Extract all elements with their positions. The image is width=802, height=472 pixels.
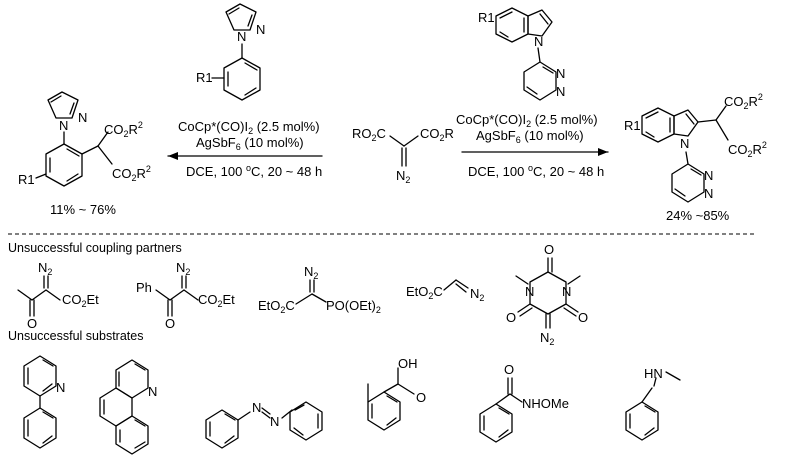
ester-label: EtO2C xyxy=(258,298,295,315)
additive-line: AgSbF6 (10 mol%) xyxy=(196,135,304,152)
o-label: O xyxy=(578,310,588,325)
ester-label: EtO2C xyxy=(406,284,443,301)
o-label: O xyxy=(544,242,554,257)
ester-bottom: CO2R2 xyxy=(112,164,151,183)
conditions-line: DCE, 100 oC, 20 ~ 48 h xyxy=(186,163,322,179)
n-label: N xyxy=(56,380,65,395)
o-label: O xyxy=(504,362,514,377)
n2-label: N2 xyxy=(396,168,410,185)
o-label: O xyxy=(506,310,516,325)
n-label: N xyxy=(534,34,543,49)
left-conditions: CoCp*(CO)I2 (2.5 mol%) AgSbF6 (10 mol%) … xyxy=(167,119,323,179)
n-label: N xyxy=(59,118,68,133)
conditions-line: DCE, 100 oC, 20 ~ 48 h xyxy=(468,163,604,179)
ester-bottom: CO2R2 xyxy=(728,140,767,159)
yield-right: 24% ~85% xyxy=(666,208,730,223)
n2-label: N2 xyxy=(540,330,554,347)
ester-label: CO2Et xyxy=(62,292,99,309)
ester-top: CO2R2 xyxy=(724,92,763,111)
r1-label: R1 xyxy=(478,10,495,25)
n-label: N xyxy=(237,29,246,44)
substrates-title: Unsuccessful substrates xyxy=(8,329,143,343)
ester-top: CO2R2 xyxy=(104,120,143,139)
n-label: N xyxy=(78,110,87,125)
oh-label: OH xyxy=(398,356,418,371)
n-label: N xyxy=(680,136,689,151)
substrate-2: N xyxy=(99,359,157,455)
n2-label: N2 xyxy=(176,260,190,277)
additive-line: AgSbF6 (10 mol%) xyxy=(476,128,584,145)
n2-label: N2 xyxy=(470,286,484,303)
n-label: N xyxy=(704,186,713,201)
partner-4: EtO2C N2 xyxy=(406,279,484,303)
right-substrate: N R1 N N xyxy=(478,7,565,101)
o-label: O xyxy=(27,316,37,331)
partner-1: O N2 CO2Et xyxy=(17,260,99,331)
o-label: O xyxy=(416,390,426,405)
phos-label: PO(OEt)2 xyxy=(326,298,381,315)
n2-label: N2 xyxy=(38,260,52,277)
ester-label: CO2Et xyxy=(198,292,235,309)
ester-left: RO2C xyxy=(352,126,386,143)
right-conditions: CoCp*(CO)I2 (2.5 mol%) AgSbF6 (10 mol%) … xyxy=(456,112,609,179)
substrate-4: OH O xyxy=(367,356,426,431)
n-label: N xyxy=(704,168,713,183)
ph-label: Ph xyxy=(136,280,152,295)
ester-right: CO2R xyxy=(420,126,454,143)
substrate-5: O NHOMe xyxy=(479,362,569,443)
amide-label: NHOMe xyxy=(522,396,569,411)
substrate-3: N N xyxy=(205,400,323,449)
partner-2: Ph O N2 CO2Et xyxy=(136,260,235,331)
yield-left: 11% ~ 76% xyxy=(50,202,116,217)
n-label: N xyxy=(148,384,157,399)
substrate-6: HN xyxy=(625,366,681,441)
n-label: N xyxy=(256,22,265,37)
r1-label: R1 xyxy=(196,70,213,85)
n-label: N xyxy=(525,284,534,299)
n-label: N xyxy=(556,66,565,81)
catalyst-line: CoCp*(CO)I2 (2.5 mol%) xyxy=(178,119,320,136)
o-label: O xyxy=(165,316,175,331)
partner-5: O N N O O N2 xyxy=(506,242,588,347)
n-label: N xyxy=(562,284,571,299)
partners-title: Unsuccessful coupling partners xyxy=(8,241,182,255)
hn-label: HN xyxy=(644,366,663,381)
right-product: N R1 CO2R2 CO2R2 N N 24% ~85% xyxy=(624,92,767,223)
diazomalonate: RO2C CO2R N2 xyxy=(352,126,454,185)
left-substrate: N N R1 xyxy=(196,3,265,101)
r1-label: R1 xyxy=(18,172,35,187)
n-label: N xyxy=(252,400,261,415)
left-product: N N R1 CO2R2 CO2R2 11% ~ 76% xyxy=(18,91,151,217)
n-label: N xyxy=(556,84,565,99)
partner-3: EtO2C N2 PO(OEt)2 xyxy=(258,264,381,315)
n-label: N xyxy=(270,414,279,429)
n2-label: N2 xyxy=(304,264,318,281)
substrate-1: N xyxy=(23,355,65,449)
r1-label: R1 xyxy=(624,118,641,133)
catalyst-line: CoCp*(CO)I2 (2.5 mol%) xyxy=(456,112,598,129)
